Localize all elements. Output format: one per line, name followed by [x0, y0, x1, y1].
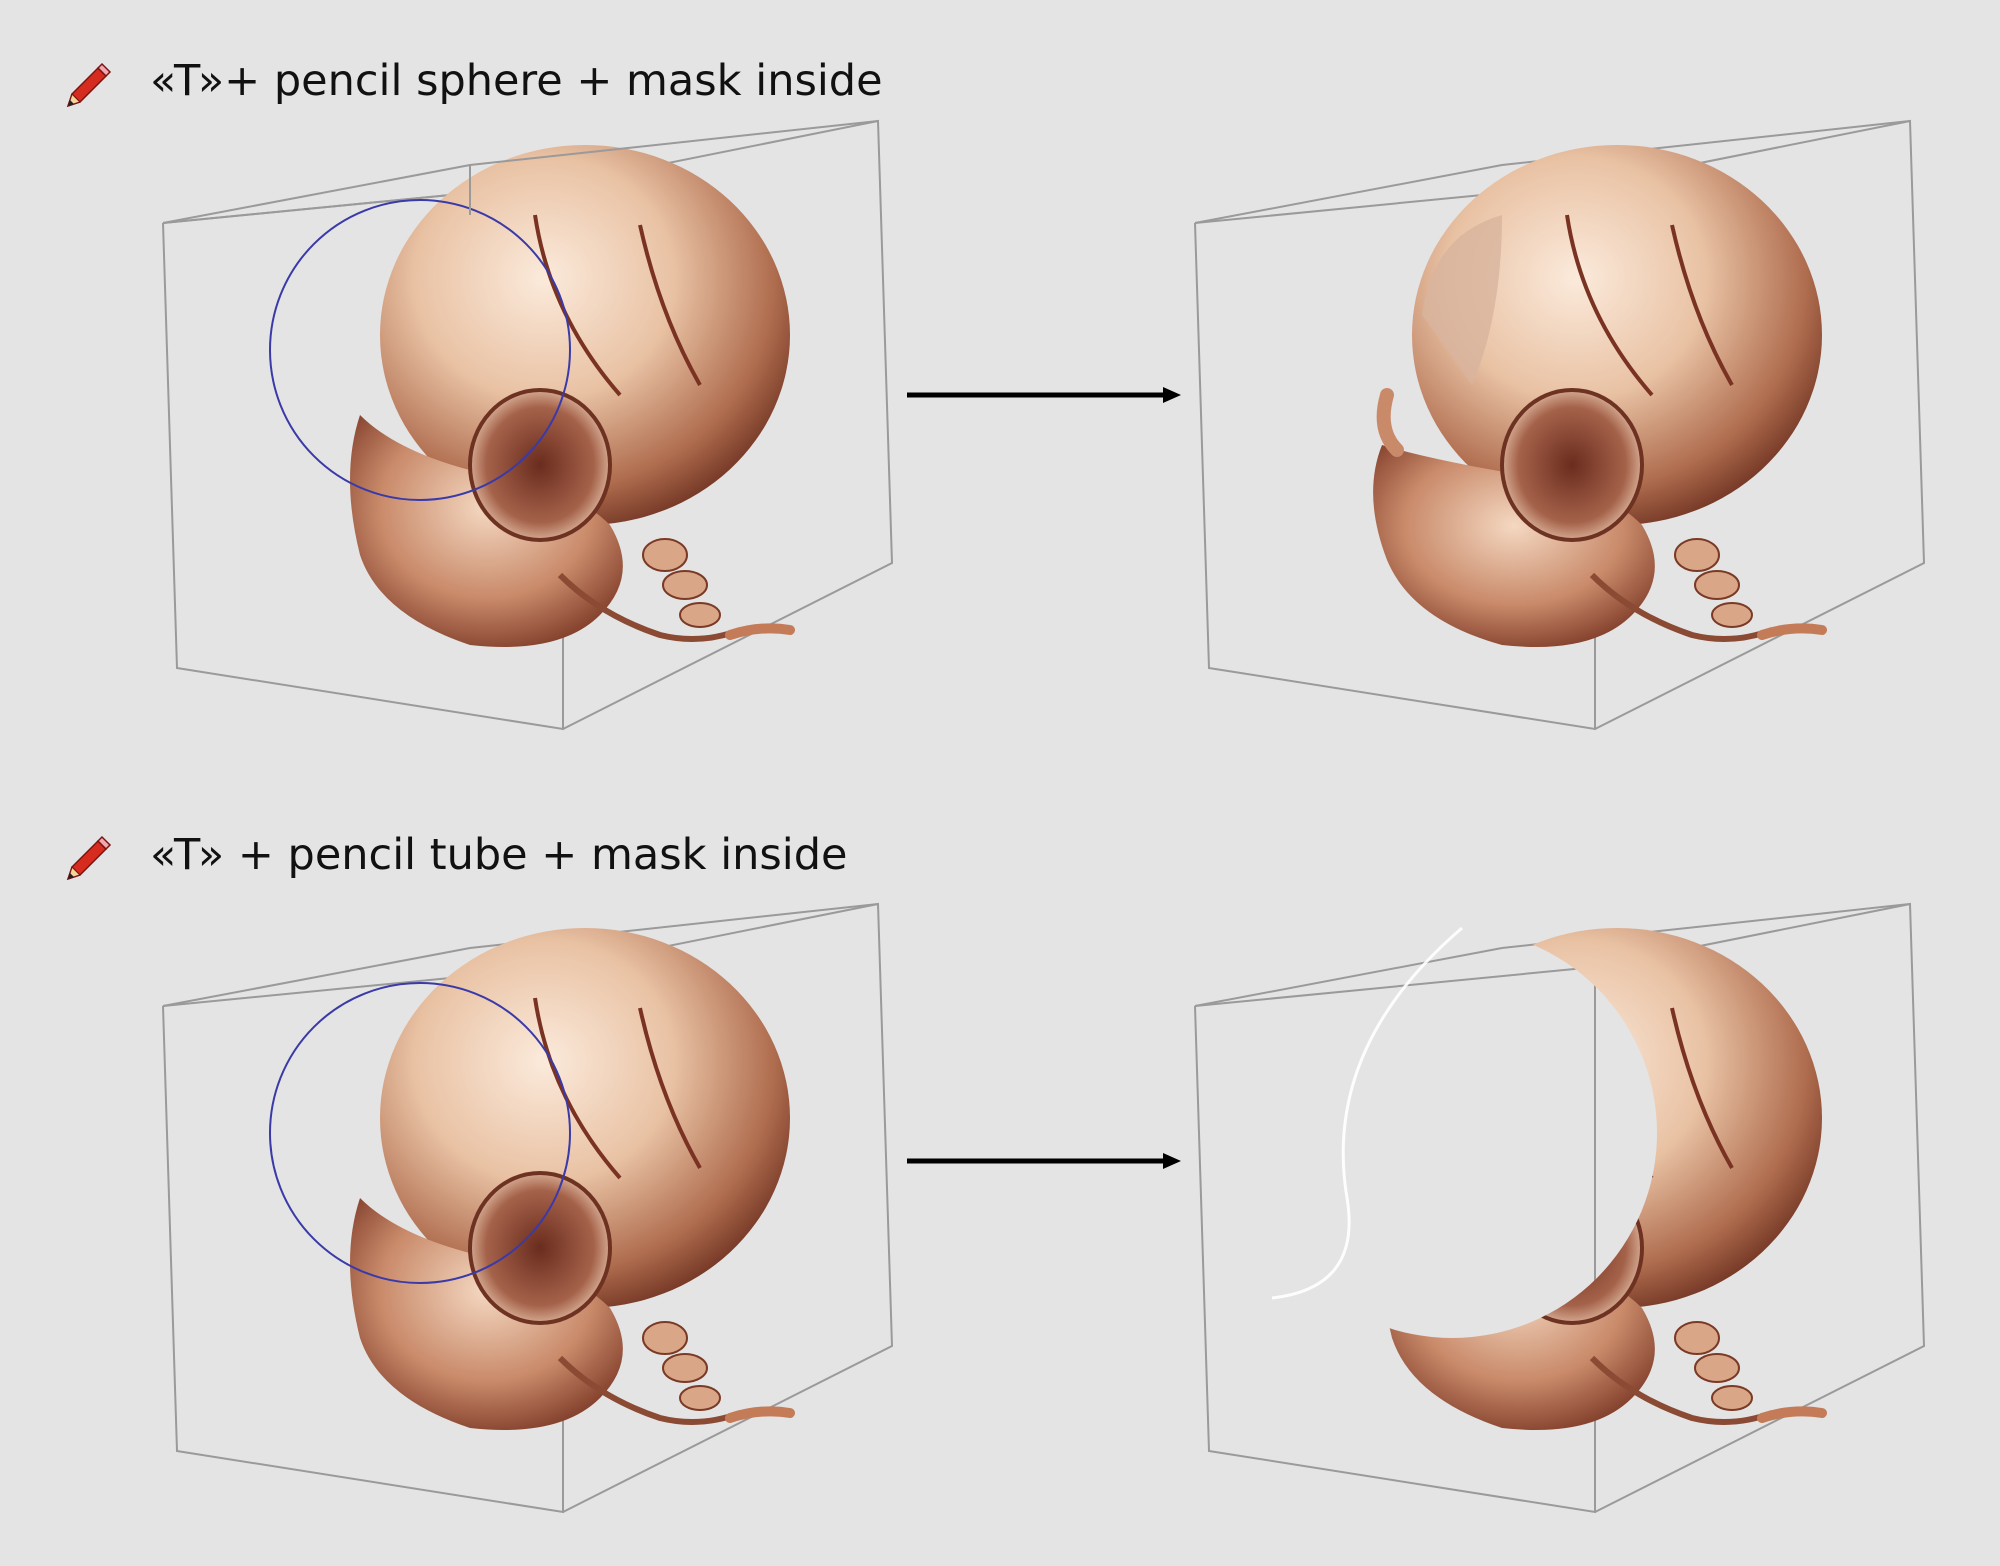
- panel-after-tube: [1172, 838, 1952, 1538]
- section-label-sphere: «T»+ pencil sphere + mask inside: [150, 56, 883, 106]
- pencil-icon: [62, 60, 114, 112]
- vertebrae: [642, 538, 721, 628]
- skull-render: [350, 145, 795, 647]
- panel-after-sphere: [1172, 55, 1952, 755]
- panel-before-sphere: [140, 55, 920, 755]
- pencil-icon: [62, 833, 114, 885]
- section-label-tube: «T» + pencil tube + mask inside: [150, 830, 848, 880]
- tube-tool-outline: [269, 982, 571, 1284]
- bounding-box: [162, 902, 894, 1514]
- transform-arrow-1: [905, 380, 1185, 410]
- skull-render-masked: [1373, 145, 1827, 647]
- skull-render: [350, 928, 795, 1430]
- bounding-box-front: [162, 120, 879, 224]
- panel-before-tube: [140, 838, 920, 1538]
- transform-arrow-2: [905, 1146, 1185, 1176]
- skull-render-tube-cut: [1382, 928, 1827, 1430]
- sphere-tool-outline: [269, 199, 571, 501]
- bounding-box: [1194, 119, 1926, 731]
- bounding-box: [1194, 902, 1926, 1514]
